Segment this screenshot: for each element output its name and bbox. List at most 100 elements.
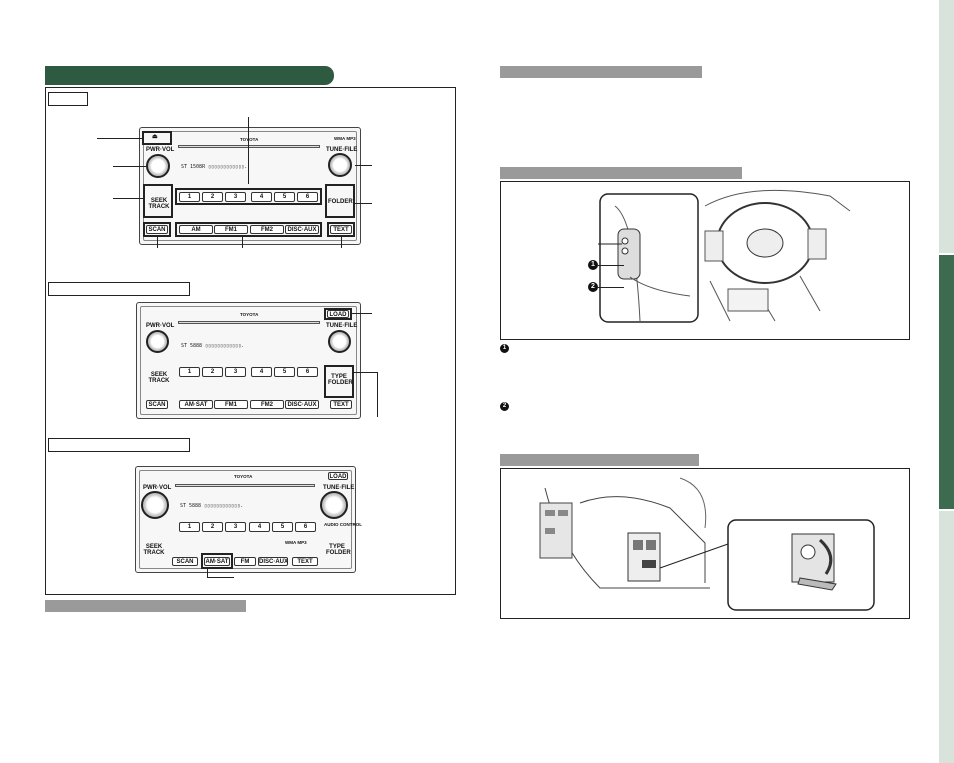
scan-highlight <box>143 222 171 237</box>
callout-line <box>113 198 143 199</box>
am-sat-button[interactable]: AM·SAT <box>179 400 213 409</box>
marker-2: 2 <box>588 282 598 292</box>
am-sat-button[interactable]: AM·SAT <box>204 557 230 566</box>
eject-icon: ⏏ <box>152 134 158 140</box>
preset-button[interactable]: 5 <box>272 522 293 532</box>
audio-control-label: AUDIO CONTROL <box>324 522 362 527</box>
callout-line <box>207 577 234 578</box>
eject-button-highlight[interactable] <box>142 131 172 145</box>
pwr-vol-label: PWR·VOL <box>143 485 172 491</box>
preset-button[interactable]: 1 <box>179 192 200 202</box>
pwr-vol-label: PWR·VOL <box>146 147 175 153</box>
side-tab-divider <box>939 253 954 255</box>
disc-aux-button[interactable]: DISC·AUX <box>258 557 289 566</box>
steering-wheel-illustration <box>598 189 851 323</box>
marker-2: 2 <box>500 402 509 411</box>
scan-button[interactable]: SCAN <box>146 400 168 409</box>
seek-track-label: SEEK TRACK <box>143 544 165 556</box>
radio-figure-frame <box>45 87 456 595</box>
type-folder-label: TYPE FOLDER <box>326 544 351 556</box>
am-button[interactable]: AM <box>179 225 213 234</box>
preset-button[interactable]: 3 <box>225 522 246 532</box>
folder-label: FOLDER <box>328 199 353 205</box>
callout-line <box>598 265 624 266</box>
disc-slot <box>178 321 320 324</box>
band-buttons-highlight <box>175 222 322 237</box>
console-figure-frame <box>500 468 910 619</box>
preset-buttons-highlight <box>175 188 322 205</box>
brand-label: TOYOTA <box>240 137 259 142</box>
preset-button[interactable]: 4 <box>251 192 272 202</box>
side-tab-divider <box>939 509 954 511</box>
disc-aux-button[interactable]: DISC·AUX <box>285 400 319 409</box>
callout-line <box>97 138 143 139</box>
preset-button[interactable]: 5 <box>274 192 295 202</box>
text-button[interactable]: TEXT <box>292 557 318 566</box>
text-highlight <box>327 222 355 237</box>
tune-file-label: TUNE·FILE <box>323 485 355 491</box>
load-button[interactable]: LOAD <box>328 472 348 480</box>
seek-track-highlight[interactable] <box>143 184 173 218</box>
disc-aux-button[interactable]: DISC·AUX <box>285 225 319 234</box>
marker-1: 1 <box>588 260 598 270</box>
tune-file-knob[interactable] <box>328 330 351 353</box>
preset-button[interactable]: 1 <box>179 522 200 532</box>
radio-unit-3 <box>135 466 356 573</box>
text-button[interactable]: TEXT <box>330 400 352 409</box>
preset-button[interactable]: 1 <box>179 367 200 377</box>
tune-file-knob[interactable] <box>328 153 352 177</box>
pwr-vol-label: PWR·VOL <box>146 323 175 329</box>
side-tab-active[interactable] <box>939 253 954 509</box>
load-highlight <box>324 308 352 320</box>
folder-highlight[interactable] <box>325 184 355 218</box>
brand-label: TOYOTA <box>240 312 259 317</box>
marker-1: 1 <box>500 344 509 353</box>
callout-line <box>113 166 146 167</box>
tune-file-knob[interactable] <box>320 491 348 519</box>
preset-button[interactable]: 3 <box>225 192 246 202</box>
disc-slot <box>175 484 315 487</box>
preset-button[interactable]: 2 <box>202 522 223 532</box>
pwr-vol-knob[interactable] <box>146 154 170 178</box>
tune-file-label: TUNE·FILE <box>326 323 358 329</box>
type-folder-highlight[interactable] <box>324 365 354 398</box>
section-subheader <box>500 167 742 179</box>
preset-button[interactable]: 2 <box>202 192 223 202</box>
fm1-button[interactable]: FM1 <box>214 400 248 409</box>
fm1-button[interactable]: FM1 <box>214 225 248 234</box>
pwr-vol-knob[interactable] <box>146 330 169 353</box>
fm2-button[interactable]: FM2 <box>250 400 284 409</box>
preset-button[interactable]: 3 <box>225 367 246 377</box>
callout-line <box>242 237 243 248</box>
callout-line <box>377 372 378 417</box>
section-subheader <box>500 66 702 78</box>
preset-button[interactable]: 5 <box>274 367 295 377</box>
preset-button[interactable]: 4 <box>251 367 272 377</box>
preset-button[interactable]: 2 <box>202 367 223 377</box>
text-button[interactable]: TEXT <box>330 225 352 234</box>
steering-figure-frame <box>500 181 910 340</box>
section-header-bar <box>45 66 334 85</box>
lcd-display: ST 1508R ▯▯▯▯▯▯▯▯▯▯▯▯. <box>181 164 248 170</box>
tune-file-label: TUNE·FILE <box>326 147 358 153</box>
preset-button[interactable]: 6 <box>297 192 318 202</box>
callout-line <box>248 117 249 184</box>
pwr-vol-knob[interactable] <box>141 491 169 519</box>
fm2-button[interactable]: FM2 <box>250 225 284 234</box>
badge-label: WMA MP3 <box>334 136 356 141</box>
load-button[interactable]: LOAD <box>327 310 349 318</box>
callout-line <box>355 203 372 204</box>
scan-button[interactable]: SCAN <box>146 225 168 234</box>
preset-button[interactable]: 6 <box>297 367 318 377</box>
preset-button[interactable]: 4 <box>249 522 270 532</box>
scan-button[interactable]: SCAN <box>172 557 198 566</box>
type-folder-label: TYPE FOLDER <box>328 374 353 386</box>
section-subheader <box>500 454 699 466</box>
fm-button[interactable]: FM <box>234 557 256 566</box>
callout-line <box>157 237 158 248</box>
seek-track-label: SEEK TRACK <box>148 198 170 210</box>
callout-line <box>352 313 372 314</box>
preset-button[interactable]: 6 <box>295 522 316 532</box>
brand-label: TOYOTA <box>234 474 253 479</box>
model-label-top <box>48 92 88 106</box>
